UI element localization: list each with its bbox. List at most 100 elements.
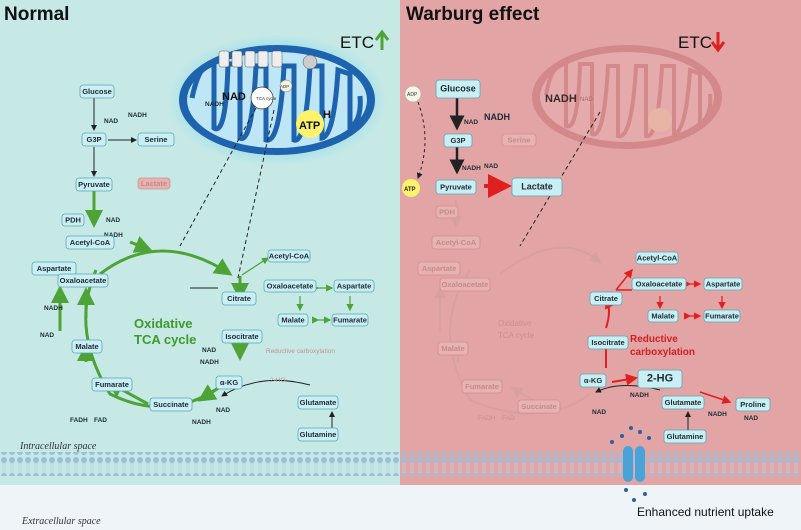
node-label-left-serine: Serine (145, 135, 168, 144)
node-label-left-aspartate: Aspartate (37, 264, 72, 273)
node-label-right-glutamine: Glutamine (667, 432, 704, 441)
link-dash-left-2 (237, 109, 275, 279)
lbl-nad-5: NAD (216, 407, 230, 414)
node-label-right-fumarate: Fumarate (465, 382, 499, 391)
rlbl-nad-1: NAD (464, 119, 478, 126)
right-red-arrows (484, 174, 732, 404)
node-right-citrate: Citrate (589, 291, 623, 306)
node-left-malate: Malate (71, 339, 103, 354)
node-label-right-fumarate2: Fumarate (705, 312, 739, 321)
node-left-fumarate2: Fumarate (331, 313, 369, 327)
lbl-2hg-faded: 2-HG (270, 377, 286, 384)
mito-tca-normal: TCA cycle (256, 96, 277, 101)
mito-nadh-normal: NADH (205, 101, 224, 108)
intracellular-label: Intracellular space (19, 441, 97, 452)
lbl-nadh-2: NADH (104, 232, 123, 239)
lbl-nadh-3: NADH (44, 305, 63, 312)
node-right-oxaloacetate2: Oxaloacetate (631, 277, 687, 291)
node-label-left-glutamate: Glutamate (300, 398, 337, 407)
mito-nad-warburg: NAD (580, 97, 593, 103)
lbl-fadh2: FADH (70, 417, 88, 424)
etc-down-arrow-icon (710, 32, 726, 53)
rlbl-fadh2: FADH (478, 415, 496, 422)
node-label-left-pyruvate: Pyruvate (78, 180, 110, 189)
node-label-left-g3p: G3P (86, 135, 101, 144)
nutrient-transporter (610, 426, 651, 502)
mito-nadh-warburg: NADH (545, 93, 577, 105)
rlbl-nad-3: NAD (592, 409, 606, 416)
node-right-glucose: Glucose (435, 79, 481, 99)
lbl-nadh-4: NADH (200, 359, 219, 366)
node-label-right-pyruvate: Pyruvate (440, 183, 472, 192)
node-label-left-isocitrate: Isocitrate (225, 332, 258, 341)
left-side-arrows (296, 284, 354, 324)
node-right-aspartate: Aspartate (417, 261, 461, 276)
lbl-nad-4: NAD (202, 347, 216, 354)
node-right-glutamate: Glutamate (661, 395, 705, 410)
node-label-left-malate2: Malate (281, 316, 304, 325)
node-label-right-glutamate: Glutamate (665, 398, 702, 407)
node-label-right-acetylcoa: Acetyl-CoA (436, 238, 477, 247)
lbl-nad-3: NAD (40, 332, 54, 339)
mito-nad-normal: NAD (222, 91, 246, 103)
adp-label: ADP (407, 92, 418, 98)
oxidative-tca-faded-2: TCA cycle (498, 331, 535, 340)
rlbl-nadh-1: NADH (484, 112, 510, 122)
node-right-acetylcoa2: Acetyl-CoA (635, 251, 679, 265)
node-label-right-malate2: Malate (651, 312, 674, 321)
node-label-right-pdh: PDH (439, 208, 455, 217)
node-left-oxaloacetate2: Oxaloacetate (263, 279, 317, 293)
etc-label-warburg: ETC (678, 33, 712, 52)
node-right-serine: Serine (501, 133, 537, 147)
mitochondrion-normal (167, 34, 387, 166)
rlbl-nadh-4: NADH (708, 411, 727, 418)
node-label-right-acetylcoa2: Acetyl-CoA (637, 254, 678, 263)
node-left-glutamine: Glutamine (297, 427, 339, 442)
mito-h-normal: H (323, 109, 331, 121)
node-right-glutamine: Glutamine (663, 429, 707, 444)
node-left-glutamate: Glutamate (297, 395, 339, 410)
rlbl-nadh-3: NADH (630, 392, 649, 399)
node-label-right-serine: Serine (508, 136, 531, 145)
link-dash-left-1 (179, 107, 257, 247)
etc-up-arrow-icon (374, 29, 390, 50)
node-left-succinate: Succinate (149, 397, 193, 412)
rlbl-nadh-2: NADH (462, 165, 481, 172)
node-right-pdh: PDH (435, 205, 459, 219)
rlbl-nad-2: NAD (484, 163, 498, 170)
node-label-left-acetylcoa: Acetyl-CoA (70, 238, 111, 247)
node-label-left-oxaloacetate2: Oxaloacetate (267, 282, 314, 291)
lbl-nad-2: NAD (106, 217, 120, 224)
mito-atp-normal: ATP (299, 120, 320, 132)
node-label-right-oxaloacetate: Oxaloacetate (442, 280, 489, 289)
node-right-fumarate2: Fumarate (703, 309, 741, 323)
node-right-acetylcoa: Acetyl-CoA (431, 235, 481, 250)
node-right-twohg: 2-HG (637, 369, 683, 389)
node-right-succinate: Succinate (517, 399, 561, 414)
oxidative-tca-label-1: Oxidative (134, 316, 193, 331)
right-black-arrows (329, 98, 691, 430)
node-left-serine: Serine (137, 132, 175, 147)
node-label-left-acetylcoa2: Acetyl-CoA (269, 252, 310, 261)
cell-membrane (0, 452, 801, 476)
node-label-right-akg: α-KG (584, 376, 603, 385)
lbl-nadh-5: NADH (192, 419, 211, 426)
rlbl-fad: FAD (502, 415, 515, 422)
oxidative-tca-faded-1: Oxidative (498, 319, 532, 328)
node-right-akg: α-KG (579, 373, 607, 388)
node-label-left-fumarate: Fumarate (95, 380, 129, 389)
node-left-pdh: PDH (61, 213, 85, 227)
reductive-label-2: carboxylation (630, 347, 695, 358)
node-label-right-aspartate: Aspartate (422, 264, 457, 273)
node-label-right-succinate: Succinate (521, 402, 556, 411)
node-label-left-malate: Malate (75, 342, 98, 351)
extracellular-label: Extracellular space (21, 516, 101, 527)
node-label-right-twohg: 2-HG (647, 373, 673, 385)
node-right-malate2: Malate (647, 309, 679, 323)
node-left-acetylcoa: Acetyl-CoA (65, 235, 115, 250)
node-label-right-lactate: Lactate (521, 182, 553, 192)
node-label-left-fumarate2: Fumarate (333, 316, 367, 325)
node-right-oxaloacetate: Oxaloacetate (439, 277, 491, 292)
